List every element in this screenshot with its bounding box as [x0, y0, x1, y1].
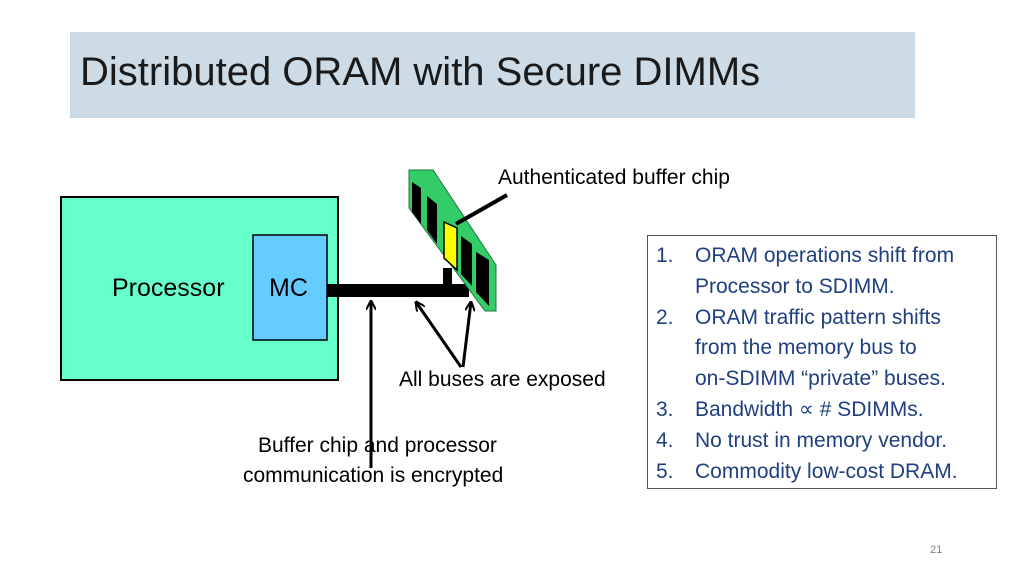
list-item-text: No trust in memory vendor. [695, 428, 948, 452]
list-item-number: 3. [656, 397, 674, 421]
list-item-text: Bandwidth ∝ # SDIMMs. [695, 397, 924, 421]
buffer-chip-label: Authenticated buffer chip [498, 166, 730, 189]
memory-bus [327, 284, 469, 297]
list-item: 1. ORAM operations shift from Processor … [656, 241, 958, 303]
list-item-number: 2. [656, 305, 674, 329]
dimm-module [408, 169, 497, 312]
dram-chip [461, 236, 472, 286]
buses-exposed-label: All buses are exposed [399, 368, 606, 391]
dram-chip [476, 252, 489, 306]
buffer-chip-yellow [443, 220, 458, 272]
list-item-number: 1. [656, 244, 674, 267]
list-item: 2. ORAM traffic pattern shifts from the … [656, 303, 958, 395]
info-list: 1. ORAM operations shift from Processor … [656, 241, 958, 487]
bus-arrow-right [461, 302, 471, 368]
list-item-number: 4. [656, 428, 674, 452]
buffer-chip-arrow [455, 193, 508, 226]
list-item: 4. No trust in memory vendor. [656, 426, 958, 457]
list-item-number: 5. [656, 459, 674, 483]
processor-label: Processor [112, 274, 225, 302]
list-item-text: ORAM operations shift from Processor to … [695, 244, 955, 298]
dram-chip [412, 182, 421, 224]
list-item-text: ORAM traffic pattern shifts from the mem… [695, 305, 946, 391]
list-item-text: Commodity low-cost DRAM. [695, 459, 958, 483]
memory-bus-connector [443, 268, 452, 288]
encryption-label-line2: communication is encrypted [243, 464, 504, 487]
list-item: 5. Commodity low-cost DRAM. [656, 457, 958, 488]
slide-title: Distributed ORAM with Secure DIMMs [80, 50, 761, 94]
info-box: 1. ORAM operations shift from Processor … [647, 235, 997, 489]
encryption-label-line1: Buffer chip and processor [258, 434, 497, 457]
bus-arrow-left [416, 302, 463, 368]
dram-chip [427, 196, 437, 244]
page-number: 21 [930, 544, 943, 556]
title-bar: Distributed ORAM with Secure DIMMs [70, 32, 915, 118]
memory-controller-label: MC [269, 274, 308, 302]
list-item: 3. Bandwidth ∝ # SDIMMs. [656, 395, 958, 426]
